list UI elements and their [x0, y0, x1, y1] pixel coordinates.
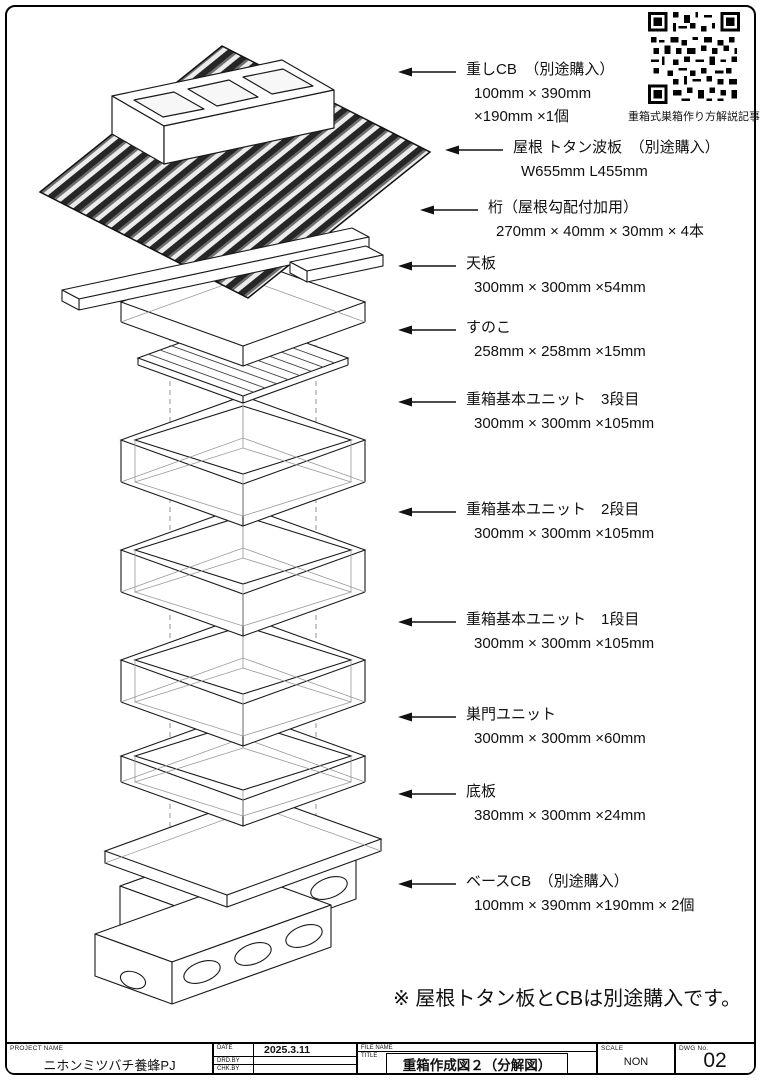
girders — [61, 227, 384, 311]
part-dims: 270mm × 40mm × 30mm × 4本 — [496, 223, 704, 240]
arrow-left-icon — [398, 259, 456, 277]
part-label-weight-cb: 重しCB （別途購入） 100mm × 390mm ×190mm ×1個 — [398, 58, 614, 128]
part-label-top-board: 天板 300mm × 300mm ×54mm — [398, 252, 646, 299]
arrow-left-icon — [398, 65, 456, 83]
part-title: 天板 — [466, 255, 497, 272]
part-label-unit-2: 重箱基本ユニット 2段目 300mm × 300mm ×105mm — [398, 498, 654, 545]
project-cell: PROJECT NAME ニホンミツバチ養蜂PJ — [7, 1044, 212, 1073]
part-dims: 300mm × 300mm ×105mm — [474, 635, 655, 652]
part-title: 巣門ユニット — [466, 706, 557, 723]
arrow-left-icon — [398, 877, 456, 895]
drawing-title: 重箱作成図２（分解図） — [385, 1053, 569, 1073]
page-frame — [5, 5, 756, 1075]
part-title: 重箱基本ユニット 2段目 — [466, 501, 640, 518]
arrow-left-icon — [398, 395, 456, 413]
part-title: 桁（屋根勾配付加用） — [488, 199, 639, 216]
part-dims: ×190mm ×1個 — [474, 108, 570, 125]
title-label: TITLE — [361, 1053, 378, 1059]
project-name-label: PROJECT NAME — [10, 1045, 64, 1052]
part-title: 屋根 トタン波板 （別途購入） — [513, 139, 720, 156]
file-name-label: FILE NAME — [358, 1044, 596, 1052]
part-dims: 300mm × 300mm ×60mm — [474, 730, 646, 747]
qr-code — [648, 12, 740, 104]
scale-label: SCALE — [601, 1045, 624, 1052]
weight-cb — [111, 59, 335, 165]
part-dims: 100mm × 390mm ×190mm × 2個 — [474, 897, 695, 914]
scale-value: NON — [623, 1056, 649, 1068]
arrow-left-icon — [398, 505, 456, 523]
chk-by-label: CHK.BY — [214, 1065, 254, 1073]
part-title: 重箱基本ユニット 1段目 — [466, 611, 640, 628]
part-label-sunoko: すのこ 258mm × 258mm ×15mm — [398, 316, 646, 363]
part-label-entrance-unit: 巣門ユニット 300mm × 300mm ×60mm — [398, 703, 646, 750]
project-name: ニホンミツバチ養蜂PJ — [43, 1058, 176, 1073]
part-title: すのこ — [466, 319, 512, 336]
part-title: 底板 — [466, 783, 497, 800]
dwg-no-cell: DWG No. 02 — [674, 1044, 754, 1073]
dwg-no-label: DWG No. — [679, 1045, 709, 1052]
part-label-base-cb: ベースCB （別途購入） 100mm × 390mm ×190mm × 2個 — [398, 870, 695, 917]
arrow-left-icon — [398, 787, 456, 805]
part-title: ベースCB （別途購入） — [466, 873, 629, 890]
arrow-left-icon — [420, 203, 478, 221]
arrow-left-icon — [398, 710, 456, 728]
part-dims: 100mm × 390mm — [474, 85, 592, 102]
scale-cell: SCALE NON — [596, 1044, 674, 1073]
part-title: 重しCB （別途購入） — [466, 61, 615, 78]
date-sign-cell: DATE 2025.3.11 DRD.BY CHK.BY — [212, 1044, 356, 1073]
part-dims: 300mm × 300mm ×105mm — [474, 415, 655, 432]
dwg-no-value: 02 — [703, 1049, 727, 1072]
part-title: 重箱基本ユニット 3段目 — [466, 391, 640, 408]
arrow-left-icon — [445, 143, 503, 161]
title-cell: FILE NAME TITLE 重箱作成図２（分解図） — [356, 1044, 596, 1073]
part-dims: 300mm × 300mm ×105mm — [474, 525, 655, 542]
arrow-left-icon — [398, 615, 456, 633]
part-label-bottom-board: 底板 380mm × 300mm ×24mm — [398, 780, 646, 827]
arrow-left-icon — [398, 323, 456, 341]
date-label: DATE — [214, 1044, 254, 1056]
date-value: 2025.3.11 — [264, 1044, 311, 1056]
part-label-roof: 屋根 トタン波板 （別途購入） W655mm L455mm — [445, 136, 720, 183]
purchase-note: ※ 屋根トタン板とCBは別途購入です。 — [393, 988, 742, 1010]
drd-by-label: DRD.BY — [214, 1057, 254, 1064]
entrance-unit — [119, 711, 367, 827]
box-unit-2 — [119, 505, 367, 637]
part-dims: 258mm × 258mm ×15mm — [474, 343, 646, 360]
part-dims: 380mm × 300mm ×24mm — [474, 807, 646, 824]
part-dims: W655mm L455mm — [521, 163, 648, 180]
title-block: PROJECT NAME ニホンミツバチ養蜂PJ DATE 2025.3.11 … — [7, 1042, 754, 1073]
box-unit-3 — [119, 395, 367, 527]
qr-caption: 重箱式巣箱作り方解説記事 — [628, 111, 760, 123]
part-dims: 300mm × 300mm ×54mm — [474, 279, 646, 296]
part-label-girder: 桁（屋根勾配付加用） 270mm × 40mm × 30mm × 4本 — [420, 196, 704, 243]
box-unit-1 — [119, 615, 367, 747]
part-label-unit-1: 重箱基本ユニット 1段目 300mm × 300mm ×105mm — [398, 608, 654, 655]
part-label-unit-3: 重箱基本ユニット 3段目 300mm × 300mm ×105mm — [398, 388, 654, 435]
